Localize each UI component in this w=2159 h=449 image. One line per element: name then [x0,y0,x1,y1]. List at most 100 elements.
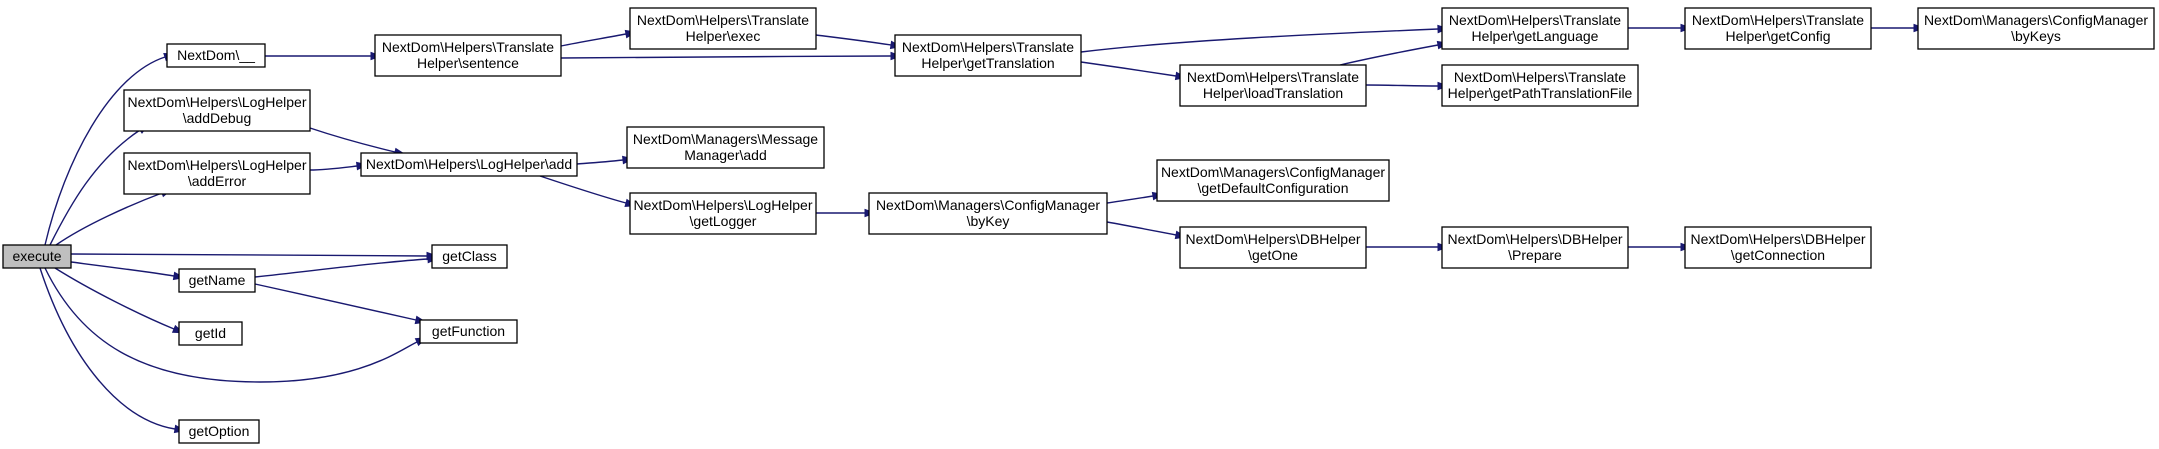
node-getfunction[interactable]: getFunction [419,319,518,344]
node-label: NextDom\Helpers\DBHelper [1447,231,1622,247]
edge-line [55,192,163,246]
edge-db_getone-to-db_prepare [1366,242,1450,252]
node-tr-getconfig[interactable]: NextDom\Helpers\TranslateHelper\getConfi… [1684,7,1872,50]
node-label: NextDom\Helpers\Translate [1454,69,1626,85]
node-nd-underscore[interactable]: NextDom\__ [166,43,266,68]
node-box [629,7,817,50]
node-label: getClass [442,248,496,264]
edge-line [44,267,418,383]
node-db-getone[interactable]: NextDom\Helpers\DBHelper\getOne [1179,226,1367,269]
nodes-layer: execute NextDom\__ NextDom\Helpers\LogHelp… [2,7,2155,444]
edge-line [560,33,627,47]
edge-line [49,129,141,246]
edge-cfg_bykey-to-db_getone [1106,221,1188,240]
node-cfg-bykey[interactable]: NextDom\Managers\ConfigManager\byKey [868,192,1108,235]
node-label: NextDom\Managers\ConfigManager [876,197,1100,213]
edge-execute-to-getoption [39,267,187,434]
edge-tr_sentence-to-tr_exec [560,29,638,47]
node-label: Helper\loadTranslation [1203,85,1343,101]
edge-tr_exec-to-tr_gettranslation [815,34,903,50]
edge-getname-to-getclass [254,254,440,278]
node-box [629,192,817,235]
node-box [1441,64,1639,107]
edge-log_getlogger-to-cfg_bykey [816,208,877,218]
node-box [894,34,1082,77]
node-db-getconnection[interactable]: NextDom\Helpers\DBHelper\getConnection [1684,226,1872,269]
node-getid[interactable]: getId [178,321,243,346]
node-box [178,419,260,444]
node-label: NextDom\Helpers\LogHelper [128,157,307,173]
node-label: Helper\exec [686,28,761,44]
node-log-adderror[interactable]: NextDom\Helpers\LogHelper\addError [123,152,311,195]
node-label: \getConnection [1731,247,1825,263]
node-box [1441,226,1629,269]
node-tr-getlanguage[interactable]: NextDom\Helpers\TranslateHelper\getLangu… [1441,7,1629,50]
node-box [178,321,243,346]
node-tr-gettranslation[interactable]: NextDom\Helpers\TranslateHelper\getTrans… [894,34,1082,77]
node-label: NextDom\Helpers\DBHelper [1185,231,1360,247]
node-label: NextDom\Helpers\LogHelper [128,94,307,110]
node-tr-loadtranslation[interactable]: NextDom\Helpers\TranslateHelper\loadTran… [1179,64,1367,107]
node-box [2,244,72,269]
node-box [166,43,266,68]
node-tr-getpath[interactable]: NextDom\Helpers\TranslateHelper\getPathT… [1441,64,1639,107]
edge-line [1365,84,1439,87]
edge-tr_loadtranslation-to-tr_getpath [1365,81,1450,91]
node-label: getName [189,272,246,288]
node-cfg-bykeys[interactable]: NextDom\Managers\ConfigManager\byKeys [1917,7,2155,50]
node-log-add[interactable]: NextDom\Helpers\LogHelper\add [360,152,578,177]
edge-log_adddebug-to-log_add [309,127,407,157]
node-box [1441,7,1629,50]
node-label: NextDom\Managers\ConfigManager [1161,164,1385,180]
node-box [178,268,256,293]
node-log-getlogger[interactable]: NextDom\Helpers\LogHelper\getLogger [629,192,817,235]
edge-db_prepare-to-db_getconnection [1628,242,1693,252]
edge-line [1106,221,1177,236]
node-label: \Prepare [1508,247,1562,263]
node-label: \getOne [1248,247,1298,263]
node-box [431,244,508,269]
node-db-prepare[interactable]: NextDom\Helpers\DBHelper\Prepare [1441,226,1629,269]
edge-line [539,175,627,204]
edge-line [54,267,175,330]
node-box [123,152,311,195]
edge-line [39,267,176,430]
edge-log_add-to-log_getlogger [539,175,638,208]
node-box [1179,64,1367,107]
edge-tr_gettranslation-to-tr_loadtranslation [1080,61,1188,81]
node-getname[interactable]: getName [178,268,256,293]
edge-line [254,258,429,278]
edge-nd_underscore-to-tr_sentence [265,51,383,61]
edge-execute-to-getname [70,261,186,281]
edge-log_adderror-to-log_add [309,161,369,171]
edge-tr_getlanguage-to-tr_getconfig [1628,23,1693,33]
node-getclass[interactable]: getClass [431,244,508,269]
node-label: \addError [188,173,247,189]
node-label: Helper\getConfig [1725,28,1830,44]
edge-tr_gettranslation-to-tr_getlanguage [1080,24,1450,53]
node-label: NextDom\__ [177,47,255,63]
edge-execute-to-getid [54,267,185,334]
node-log-adddebug[interactable]: NextDom\Helpers\LogHelper\addDebug [123,89,311,132]
node-label: NextDom\Helpers\Translate [1692,12,1864,28]
node-getoption[interactable]: getOption [178,419,260,444]
node-label: NextDom\Helpers\LogHelper\add [366,156,572,172]
edge-cfg_bykey-to-cfg_getdefault [1106,191,1165,204]
node-label: getOption [189,423,250,439]
node-label: Helper\sentence [417,55,519,71]
node-label: Helper\getLanguage [1472,28,1599,44]
node-label: NextDom\Managers\ConfigManager [1924,12,2148,28]
node-label: getFunction [432,323,505,339]
node-execute[interactable]: execute [2,244,72,269]
node-label: \getLogger [690,213,757,229]
edge-log_add-to-msg_add [576,155,635,165]
node-label: NextDom\Managers\Message [633,131,818,147]
node-box [123,89,311,132]
node-box [1156,159,1390,202]
node-label: \byKeys [2011,28,2061,44]
node-cfg-getdefault[interactable]: NextDom\Managers\ConfigManager\getDefaul… [1156,159,1390,202]
edge-tr_getconfig-to-cfg_bykeys [1871,23,1926,33]
